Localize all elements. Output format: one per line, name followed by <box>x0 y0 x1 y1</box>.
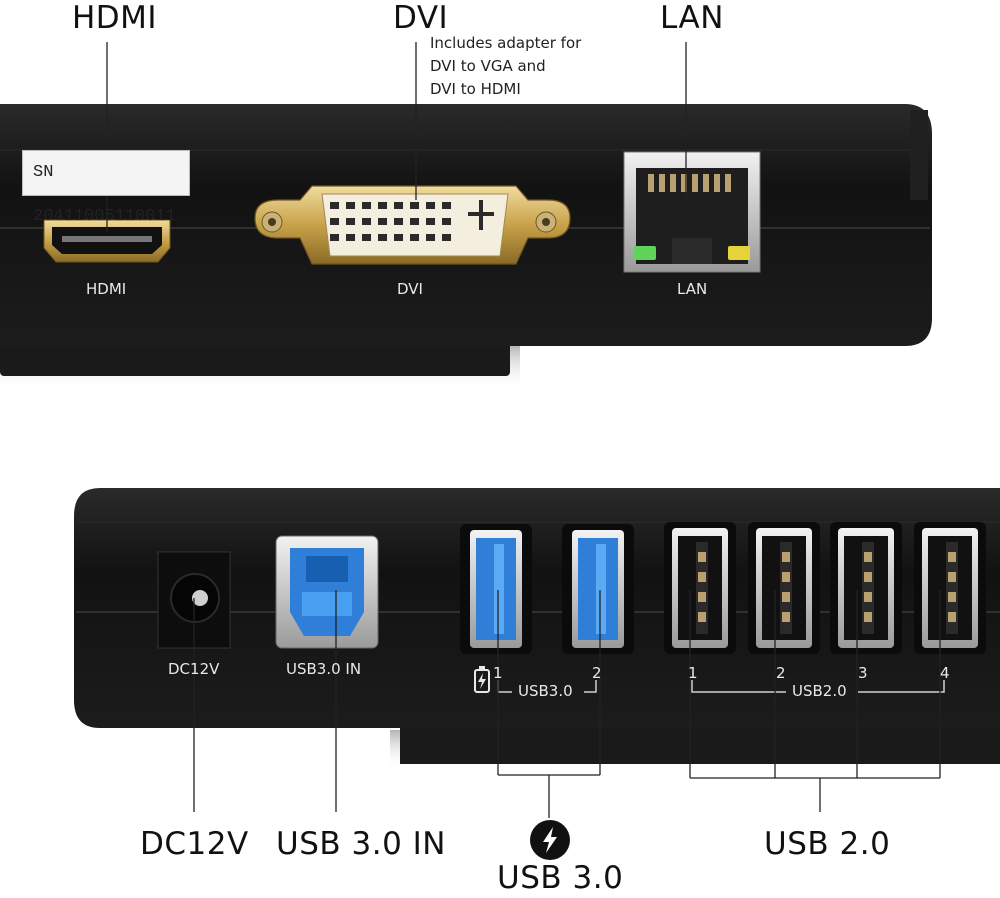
usb2-port-4 <box>914 522 986 654</box>
lan-pin <box>703 174 709 192</box>
usb2-port-1 <box>664 522 736 654</box>
lan-pin <box>670 174 676 192</box>
hdmi-port <box>43 219 171 263</box>
dvi-pin <box>426 218 435 225</box>
dvi-pin <box>346 234 355 241</box>
lan-callout: LAN <box>660 0 724 36</box>
dvi-note-line-3: DVI to HDMI <box>430 80 521 98</box>
dvi-pin <box>394 234 403 241</box>
usb2-number-4: 4 <box>940 664 950 682</box>
lan-pin <box>659 174 665 192</box>
dvi-pin <box>410 234 419 241</box>
hdmi-port-label: HDMI <box>86 280 127 298</box>
usb2-group-label: USB2.0 <box>792 682 847 700</box>
dvi-pin <box>426 234 435 241</box>
hdmi-callout: HDMI <box>72 0 158 36</box>
dvi-pin <box>330 218 339 225</box>
usb3-port-1 <box>460 524 532 654</box>
serial-number-sticker: SN 20411005110011 <box>22 150 190 226</box>
dvi-pin <box>394 218 403 225</box>
dvi-pin <box>378 202 387 209</box>
dvi-pin <box>442 202 451 209</box>
dvi-pin <box>362 202 371 209</box>
lan-pin <box>725 174 731 192</box>
usb3-group-label: USB3.0 <box>518 682 573 700</box>
dvi-pin <box>410 202 419 209</box>
lan-pin <box>681 174 687 192</box>
dvi-pin <box>442 218 451 225</box>
dvi-pin <box>426 202 435 209</box>
dc-callout: DC12V <box>140 826 249 862</box>
dvi-note-line-1: Includes adapter for <box>430 34 582 52</box>
dvi-port-label: DVI <box>397 280 423 298</box>
dvi-pin <box>346 202 355 209</box>
usb3-in-port <box>275 535 379 649</box>
lan-port-label: LAN <box>677 280 708 298</box>
usb2-number-2: 2 <box>776 664 786 682</box>
dvi-note-line-2: DVI to VGA and <box>430 57 546 75</box>
leader-lines <box>106 42 941 818</box>
dvi-callout: DVI <box>393 0 449 36</box>
usb3-number-2: 2 <box>592 664 602 682</box>
dvi-pin <box>346 218 355 225</box>
usb2-number-3: 3 <box>858 664 868 682</box>
usb2-number-1: 1 <box>688 664 698 682</box>
dvi-pin <box>378 218 387 225</box>
dvi-pin <box>394 202 403 209</box>
dc-jack <box>157 551 231 649</box>
dvi-pin <box>442 234 451 241</box>
usb-in-port-label: USB3.0 IN <box>286 660 362 678</box>
battery-charge-icon <box>474 666 490 693</box>
dvi-pin <box>410 218 419 225</box>
dvi-pin <box>378 234 387 241</box>
dvi-port <box>254 185 571 265</box>
lightning-bolt-icon <box>530 820 570 860</box>
usb3-port-2 <box>562 524 634 654</box>
dvi-pin <box>330 234 339 241</box>
usb3-number-1: 1 <box>493 664 503 682</box>
usb2-port-3 <box>830 522 902 654</box>
dvi-pin <box>362 234 371 241</box>
dvi-adapter-note: Includes adapter for DVI to VGA and DVI … <box>430 32 581 101</box>
lan-pin <box>648 174 654 192</box>
dvi-pin <box>362 218 371 225</box>
usb2-callout: USB 2.0 <box>764 826 891 862</box>
lan-port <box>623 151 761 273</box>
dc-port-label: DC12V <box>168 660 220 678</box>
dvi-pin <box>330 202 339 209</box>
lan-pin <box>714 174 720 192</box>
usb3-callout: USB 3.0 <box>497 860 624 896</box>
lan-pin <box>692 174 698 192</box>
usb-in-callout: USB 3.0 IN <box>276 826 446 862</box>
usb2-port-2 <box>748 522 820 654</box>
